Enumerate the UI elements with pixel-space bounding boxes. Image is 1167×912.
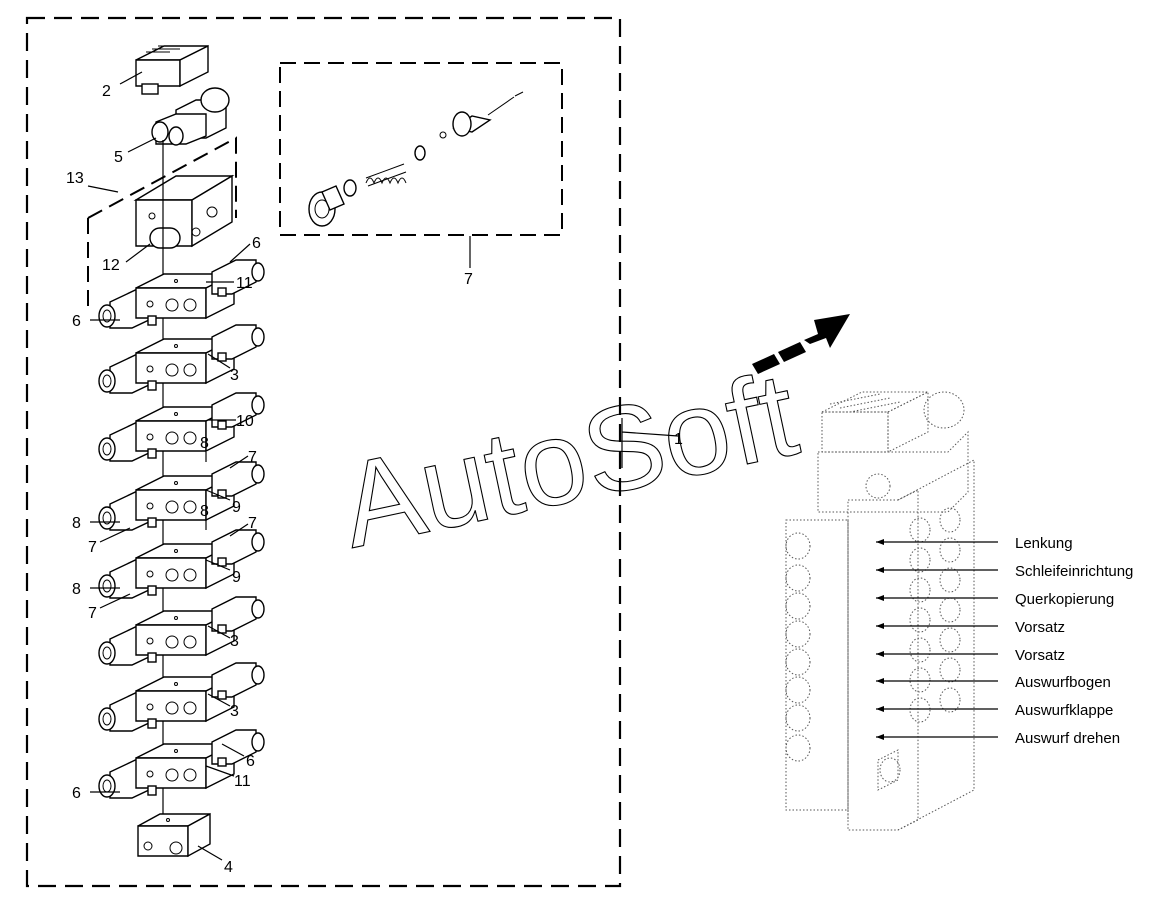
callout-6: 6 [252,235,261,252]
function-label: Vorsatz [1015,647,1065,664]
main-group-frame [25,16,622,888]
callout-2: 2 [102,83,111,100]
callout-8: 8 [72,581,81,598]
callout-11: 11 [234,773,251,790]
function-label: Vorsatz [1015,619,1065,636]
callout-8: 8 [200,503,209,520]
seal-kit-parts [308,91,524,227]
leader-lines [87,71,679,861]
callout-8: 8 [72,515,81,532]
callout-12: 12 [102,257,120,274]
function-label: Querkopierung [1015,591,1114,608]
callout-9: 9 [232,499,241,516]
function-label: Auswurf drehen [1015,730,1120,747]
valve-section [98,662,265,732]
function-label: Schleifeinrichtung [1015,563,1133,580]
callout-7: 7 [248,449,257,466]
callout-9: 9 [232,569,241,586]
callout-10: 10 [236,413,254,430]
callout-3: 3 [230,703,239,720]
pilot-valve [151,87,230,146]
valve-section [98,324,265,394]
callout-7: 7 [464,271,473,288]
intermediate-block [133,174,235,249]
callout-numbers: 2 5 13 12 6 11 6 3 10 8 7 9 8 7 8 7 9 8 … [66,83,683,876]
valve-section [98,259,265,329]
connector-module [135,44,209,95]
callout-5: 5 [114,149,123,166]
callout-8: 8 [200,435,209,452]
valve-section [98,596,265,666]
sub-assembly-frame [87,136,237,308]
end-plate [137,812,211,858]
valve-section [98,461,265,531]
callout-7: 7 [88,539,97,556]
callout-3: 3 [230,367,239,384]
valve-block-assembly [785,391,975,831]
callout-7: 7 [88,605,97,622]
callout-6: 6 [72,313,81,330]
function-label: Auswurfklappe [1015,702,1113,719]
function-label: Auswurfbogen [1015,674,1111,691]
function-labels: Lenkung Schleifeinrichtung Querkopierung… [876,535,1133,747]
callout-4: 4 [224,859,233,876]
valve-section [98,529,265,599]
callout-3: 3 [230,633,239,650]
callout-6: 6 [246,753,255,770]
callout-13: 13 [66,170,84,187]
seal-kit-frame [279,62,563,236]
callout-1: 1 [674,431,683,448]
function-label: Lenkung [1015,535,1073,552]
callout-6: 6 [72,785,81,802]
watermark: AutoSoft [330,347,808,574]
orientation-arrow [752,314,850,374]
callout-7: 7 [248,515,257,532]
callout-11: 11 [236,275,253,292]
